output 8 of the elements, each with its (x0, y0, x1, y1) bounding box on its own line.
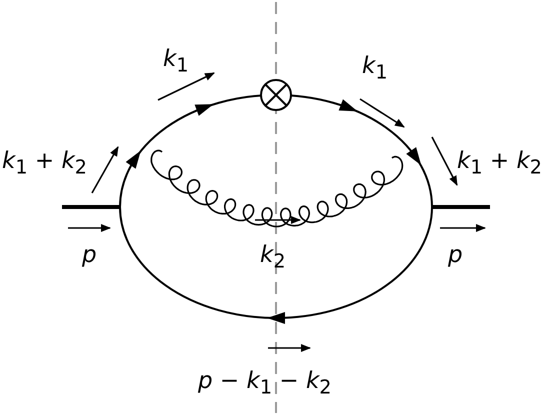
momentum-label: k$_{2}$ (260, 244, 286, 271)
momentum-label: k$_{1}$ (163, 48, 189, 75)
momentum-label: p (82, 244, 97, 267)
momentum-label: k$_{1}$ (362, 55, 388, 82)
momentum-label: p − k$_{1}$ − k$_{2}$ (198, 370, 332, 397)
momentum-label: k$_{1}$ + k$_{2}$ (2, 150, 87, 177)
momentum-label: p (448, 244, 463, 267)
momentum-label: k$_{1}$ + k$_{2}$ (457, 150, 542, 177)
